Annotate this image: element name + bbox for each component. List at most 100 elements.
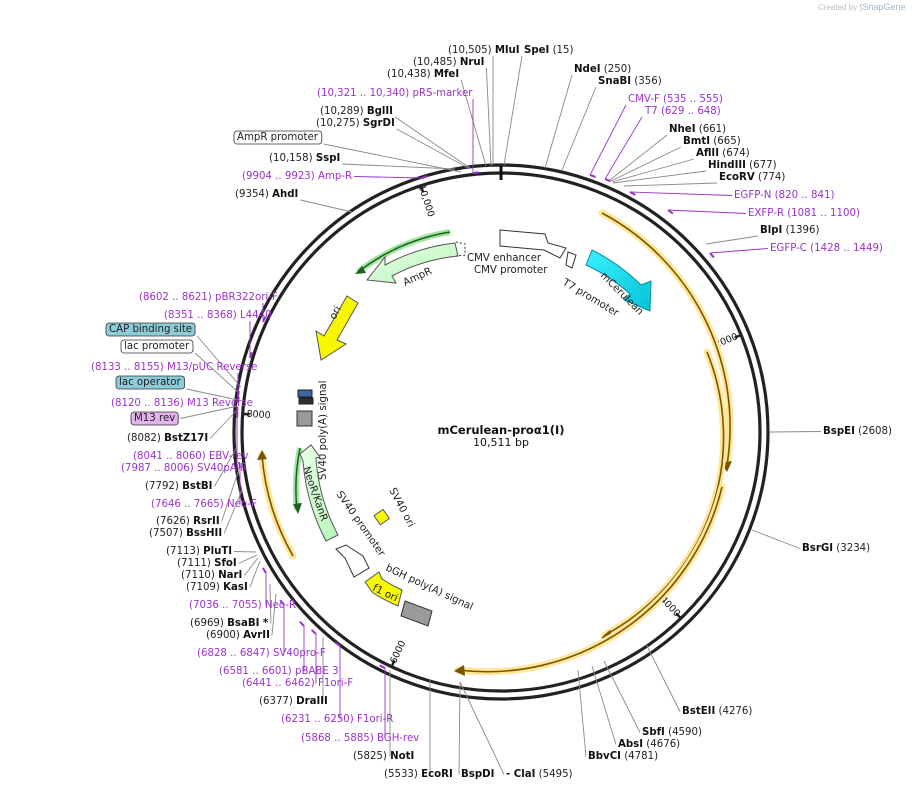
site-name: lac operator <box>119 377 182 388</box>
feature-sv40-poly-a[interactable] <box>296 410 313 427</box>
feature-bgh-poly-a[interactable] <box>400 600 433 627</box>
site-label[interactable]: (7036 .. 7055) Neo-R <box>189 600 296 611</box>
site-label[interactable]: (10,485) NruI <box>413 57 484 68</box>
site-label[interactable]: CAP binding site <box>105 322 196 337</box>
site-label[interactable]: SpeI (15) <box>524 45 574 56</box>
site-label[interactable]: (6581 .. 6601) pBABE 3' <box>219 666 341 677</box>
site-label[interactable]: SbfI (4590) <box>642 727 702 738</box>
site-label[interactable]: NheI (661) <box>669 124 726 135</box>
site-label[interactable]: (6231 .. 6250) F1ori-R <box>281 714 393 725</box>
site-label[interactable]: (6828 .. 6847) SV40pro-F <box>197 648 326 659</box>
primer-mark <box>262 316 267 323</box>
site-label[interactable]: (6377) DraIII <box>259 696 328 707</box>
site-label[interactable]: (7110) NarI <box>181 570 242 581</box>
site-label[interactable]: (8120 .. 8136) M13 Reverse <box>111 398 253 409</box>
label-connector <box>610 146 682 182</box>
site-label[interactable]: (10,275) SgrDI <box>316 118 395 129</box>
site-name: AbsI <box>618 739 643 750</box>
site-label[interactable]: BmtI (665) <box>683 136 741 147</box>
site-label[interactable]: AbsI (4676) <box>618 739 680 750</box>
site-label[interactable]: BlpI (1396) <box>760 225 819 236</box>
ruler-label: 6000 <box>388 639 408 666</box>
site-label[interactable]: BbvCI (4781) <box>588 751 658 762</box>
site-label[interactable]: (8602 .. 8621) pBR322ori-F <box>139 292 278 303</box>
feature-ampr[interactable] <box>366 242 459 284</box>
site-label[interactable]: (5825) NotI <box>353 751 414 762</box>
svg-text:NdeI (250): NdeI (250) <box>574 64 631 75</box>
site-label[interactable]: EGFP-C (1428 .. 1449) <box>770 243 883 254</box>
site-label[interactable]: (8041 .. 8060) EBV-rev <box>133 451 248 462</box>
site-position: (535 .. 555) <box>660 94 723 105</box>
site-position: (5495) <box>535 769 572 780</box>
site-name: pRS-marker <box>412 88 473 99</box>
site-label[interactable]: (8133 .. 8155) M13/pUC Reverse <box>91 362 257 373</box>
site-name: F1ori-F <box>318 678 353 689</box>
site-label[interactable]: M13 rev <box>130 411 179 426</box>
site-label[interactable]: BspDI <box>461 769 494 780</box>
site-label[interactable]: (8082) BstZ17I <box>127 433 208 444</box>
site-label[interactable]: (9354) AhdI <box>235 189 298 200</box>
feature-mcerulean[interactable] <box>585 249 652 312</box>
cap-binding-site-box[interactable] <box>298 397 314 405</box>
site-label[interactable]: - ClaI (5495) <box>506 769 573 780</box>
site-label[interactable]: NdeI (250) <box>574 64 631 75</box>
site-name: pBR322ori-F <box>215 292 278 303</box>
label-connector <box>544 74 573 169</box>
site-label[interactable]: EcoRV (774) <box>719 172 785 183</box>
site-label[interactable]: (5533) EcoRI <box>384 769 453 780</box>
site-position: (8602 .. 8621) <box>139 292 215 303</box>
site-label[interactable]: (5868 .. 5885) BGH-rev <box>301 733 419 744</box>
feature-ori[interactable] <box>315 295 359 361</box>
site-label[interactable]: (10,158) SspI <box>269 153 340 164</box>
site-label[interactable]: (7626) RsrII <box>156 516 220 527</box>
site-label[interactable]: (10,321 .. 10,340) pRS-marker <box>317 88 473 99</box>
site-label[interactable]: HindIII (677) <box>708 160 777 171</box>
svg-text:(7646 .. 7665) Neo-F: (7646 .. 7665) Neo-F <box>151 499 257 510</box>
site-label[interactable]: (7646 .. 7665) Neo-F <box>151 499 257 510</box>
site-label[interactable]: (10,289) BglII <box>320 106 393 117</box>
site-label[interactable]: BsrGI (3234) <box>802 543 870 554</box>
feature-sv40-promoter[interactable] <box>335 544 370 578</box>
site-label[interactable]: lac promoter <box>120 339 194 354</box>
feature-cmv-enhancer[interactable] <box>499 229 567 259</box>
site-position: (8120 .. 8136) <box>111 398 187 409</box>
site-label[interactable]: (7111) SfoI <box>177 558 237 569</box>
site-position: (629 .. 648) <box>658 106 721 117</box>
site-label[interactable]: AmpR promoter <box>233 130 323 145</box>
site-label[interactable]: SnaBI (356) <box>598 76 662 87</box>
feature-t7-promoter[interactable] <box>565 251 577 269</box>
site-label[interactable]: (7987 .. 8006) SV40pA-R <box>121 463 247 474</box>
feature-sv40-ori[interactable] <box>373 508 391 526</box>
site-label[interactable]: (7792) BstBI <box>145 481 212 492</box>
site-name: NotI <box>390 751 414 762</box>
site-label[interactable]: (10,505) MluI <box>448 45 520 56</box>
site-label[interactable]: (7109) KasI <box>186 582 248 593</box>
svg-text:(8041 .. 8060) EBV-rev: (8041 .. 8060) EBV-rev <box>133 451 248 462</box>
site-name: RsrII <box>193 516 220 527</box>
site-label[interactable]: EXFP-R (1081 .. 1100) <box>748 208 860 219</box>
site-label[interactable]: (8351 .. 8368) L4440 <box>164 310 272 321</box>
site-label[interactable]: BspEI (2608) <box>823 426 892 437</box>
label-connector <box>591 665 617 745</box>
site-label[interactable]: BstEII (4276) <box>682 706 752 717</box>
label-connector <box>612 170 707 184</box>
site-label[interactable]: (7507) BssHII <box>149 528 222 539</box>
site-label[interactable]: (9904 .. 9923) Amp-R <box>242 171 352 182</box>
site-label[interactable]: (6969) BsaBI * <box>190 618 269 629</box>
site-label[interactable]: T7 (629 .. 648) <box>644 106 721 117</box>
site-label[interactable]: CMV-F (535 .. 555) <box>628 94 723 105</box>
feature-neor-kanr[interactable] <box>299 444 339 542</box>
primer-mark <box>589 174 596 178</box>
site-label[interactable]: (7113) PluTI <box>166 546 232 557</box>
site-label[interactable]: lac operator <box>115 375 185 390</box>
site-label[interactable]: (6441 .. 6462) F1ori-F <box>242 678 353 689</box>
site-name: EcoRI <box>421 769 453 780</box>
site-label[interactable]: EGFP-N (820 .. 841) <box>734 190 834 201</box>
site-label[interactable]: (6900) AvrII <box>206 630 270 641</box>
site-name: PluTI <box>203 546 232 557</box>
primer-mark <box>667 209 674 215</box>
feature-f1-ori[interactable] <box>364 571 403 607</box>
lac-operator-box[interactable] <box>297 389 313 398</box>
site-label[interactable]: AflII (674) <box>696 148 750 159</box>
site-label[interactable]: (10,438) MfeI <box>387 69 459 80</box>
